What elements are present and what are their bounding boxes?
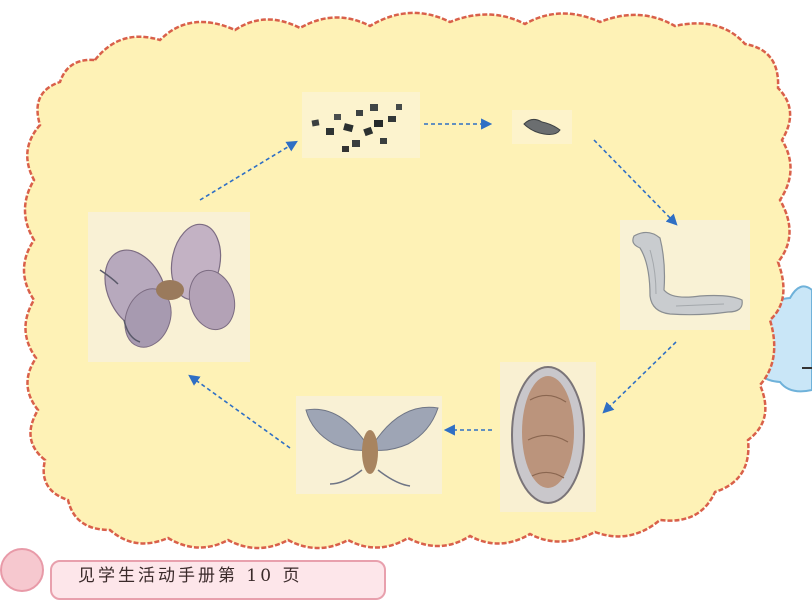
grown-larva-drawing: [620, 220, 750, 330]
life-cycle-diagram: [0, 0, 812, 586]
moth-drawing: [296, 396, 442, 494]
moth-pair-drawing: [88, 212, 250, 362]
cocoon-drawing: [500, 362, 596, 512]
note-text: 见学生活动手册第 10 页: [78, 565, 302, 587]
pencil-icon: [0, 548, 44, 592]
small-larva-drawing: [512, 110, 572, 144]
eggs-drawing: [302, 92, 420, 158]
